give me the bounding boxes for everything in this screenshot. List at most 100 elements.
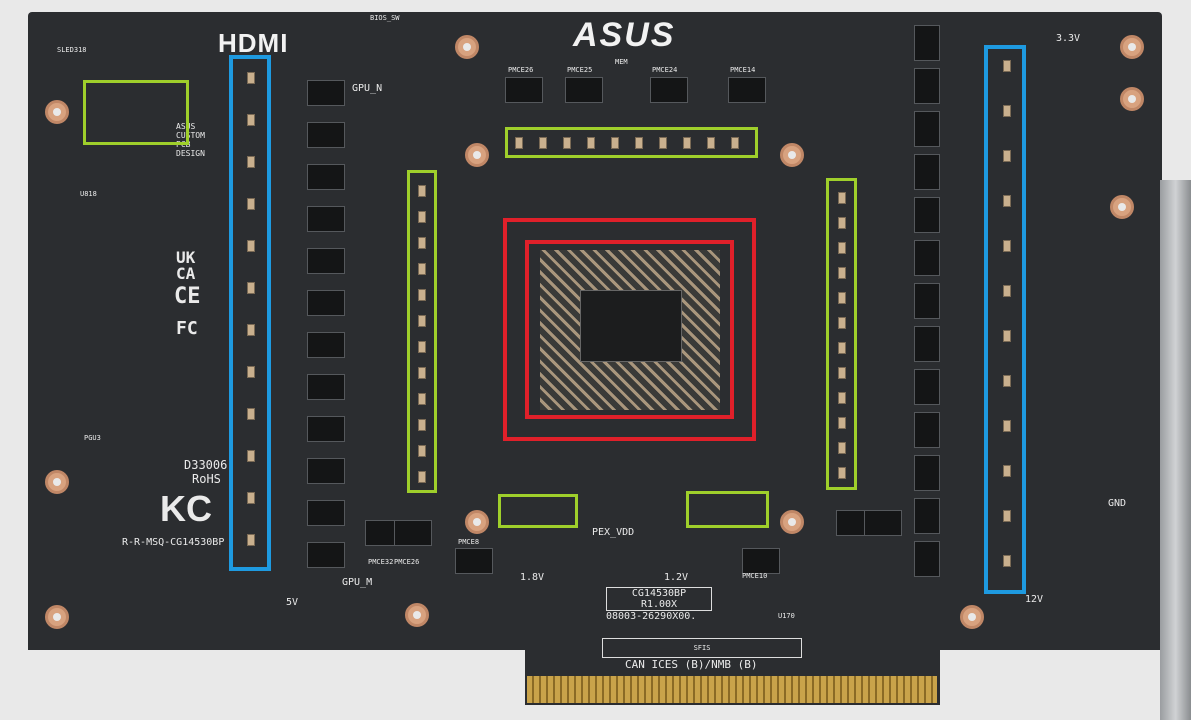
u818-label: U818 [80, 190, 97, 198]
capacitor [838, 367, 846, 379]
asus-logo: ASUS [573, 16, 676, 54]
pgu3-label: PGU3 [84, 434, 101, 442]
mounting-hole [45, 470, 69, 494]
capacitor [1003, 240, 1011, 252]
sled-label: SLED318 [57, 46, 87, 54]
hdmi-logo: HDMI [218, 28, 289, 58]
power-choke [914, 240, 940, 276]
1v8-label: 1.8V [520, 572, 545, 583]
green-highlight-box [407, 170, 437, 493]
mounting-hole [780, 143, 804, 167]
capacitor [247, 366, 255, 378]
capacitor [611, 137, 619, 149]
power-choke [307, 248, 345, 274]
mounting-hole [45, 605, 69, 629]
capacitor [659, 137, 667, 149]
capacitor [1003, 285, 1011, 297]
capacitor [838, 417, 846, 429]
power-choke [864, 510, 902, 536]
capacitor [838, 467, 846, 479]
mounting-hole [780, 510, 804, 534]
blue-highlight-box [984, 45, 1026, 594]
capacitor [247, 282, 255, 294]
capacitor [707, 137, 715, 149]
power-choke [914, 283, 940, 319]
power-choke [914, 25, 940, 61]
capacitor [247, 534, 255, 546]
power-choke [505, 77, 543, 103]
pmce-label: PMCE26 [394, 558, 420, 566]
power-choke [914, 369, 940, 405]
capacitor [247, 72, 255, 84]
power-choke [914, 541, 940, 577]
power-choke [307, 332, 345, 358]
d33006-label: D33006 [184, 458, 228, 472]
capacitor [683, 137, 691, 149]
power-choke [307, 458, 345, 484]
red-highlight-box-outer [503, 218, 756, 441]
mounting-hole [465, 510, 489, 534]
capacitor [635, 137, 643, 149]
power-choke [914, 455, 940, 491]
capacitor [1003, 465, 1011, 477]
green-highlight-box [505, 127, 758, 158]
green-highlight-box [498, 494, 578, 528]
power-choke [914, 111, 940, 147]
green-highlight-box [686, 491, 769, 528]
capacitor [838, 267, 846, 279]
pmce-label: PMCE24 [652, 66, 678, 74]
capacitor [1003, 375, 1011, 387]
power-choke [914, 326, 940, 362]
mounting-hole [405, 603, 429, 627]
io-bracket [1160, 180, 1191, 720]
power-choke [728, 77, 766, 103]
model-box: CG14530BP R1.00X [606, 587, 712, 611]
capacitor [418, 237, 426, 249]
pmce-label: PMCE26 [508, 66, 534, 74]
capacitor [1003, 60, 1011, 72]
red-highlight-box-inner [525, 240, 734, 419]
power-choke [307, 122, 345, 148]
regulatory-id: R-R-MSQ-CG14530BP [122, 537, 225, 548]
pmce-label: PMCE10 [742, 572, 768, 580]
rohs-label: RoHS [192, 472, 221, 486]
blue-highlight-box [229, 55, 271, 571]
capacitor [247, 114, 255, 126]
power-choke [914, 197, 940, 233]
power-choke [914, 154, 940, 190]
capacitor [838, 217, 846, 229]
pex-vdd-label: PEX_VDD [592, 527, 635, 538]
capacitor [418, 367, 426, 379]
power-choke [565, 77, 603, 103]
capacitor [563, 137, 571, 149]
capacitor [418, 341, 426, 353]
power-choke [394, 520, 432, 546]
capacitor [1003, 420, 1011, 432]
capacitor [1003, 195, 1011, 207]
capacitor [247, 198, 255, 210]
power-choke [650, 77, 688, 103]
gnd-label: GND [1108, 498, 1127, 509]
capacitor [418, 393, 426, 405]
bios-sw-label: BIOS_SW [370, 14, 400, 22]
power-choke [307, 80, 345, 106]
capacitor [418, 289, 426, 301]
capacitor [418, 315, 426, 327]
capacitor [838, 242, 846, 254]
mounting-hole [1120, 35, 1144, 59]
capacitor [1003, 555, 1011, 567]
pmce-label: PMCE32 [368, 558, 394, 566]
sfis-label-box: SFIS [602, 638, 802, 658]
ce-mark: CE [174, 284, 201, 309]
capacitor [838, 292, 846, 304]
mem-label: MEM [615, 58, 628, 66]
mounting-hole [960, 605, 984, 629]
3v3-label: 3.3V [1056, 33, 1081, 44]
capacitor [838, 192, 846, 204]
part-number: 08003-26290X00. [606, 611, 697, 622]
pcie-gold-fingers [527, 676, 937, 703]
capacitor [418, 263, 426, 275]
5v-label: 5V [286, 597, 299, 608]
compliance-text: CAN ICES (B)/NMB (B) [625, 658, 758, 671]
capacitor [247, 450, 255, 462]
